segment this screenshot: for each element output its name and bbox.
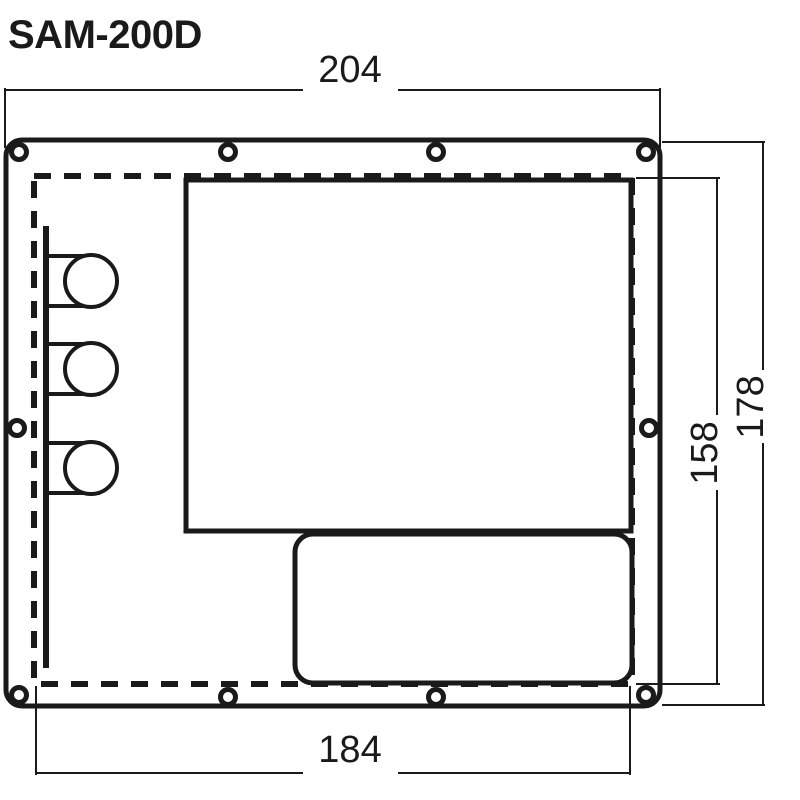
knob-2 bbox=[46, 341, 119, 397]
keypad-panel bbox=[292, 531, 635, 686]
mounting-hole-mid-right bbox=[639, 418, 659, 438]
knob-3 bbox=[46, 440, 119, 496]
mounting-hole-mid-left bbox=[7, 418, 27, 438]
mounting-hole-bottom-right bbox=[636, 685, 656, 705]
knob-1 bbox=[46, 253, 119, 309]
display-screen bbox=[183, 177, 634, 534]
knob-2-body bbox=[63, 341, 119, 397]
dim-label-184: 184 bbox=[318, 729, 381, 771]
dimension-184: 184 bbox=[35, 686, 631, 775]
connector-assembly bbox=[43, 226, 119, 668]
dim-label-204: 204 bbox=[318, 49, 381, 91]
dimension-178: 178 bbox=[662, 141, 772, 706]
knob-3-body bbox=[63, 440, 119, 496]
mounting-hole-top-left bbox=[9, 142, 29, 162]
mounting-hole-bottom-center-left bbox=[218, 687, 238, 707]
dimension-204: 204 bbox=[4, 49, 661, 148]
mounting-hole-bottom-center-right bbox=[426, 687, 446, 707]
mounting-holes bbox=[7, 142, 659, 707]
dimension-158: 158 bbox=[636, 177, 726, 685]
dim-label-158: 158 bbox=[684, 421, 726, 484]
page-title: SAM-200D bbox=[8, 13, 202, 57]
mounting-hole-top-center-left bbox=[218, 142, 238, 162]
mounting-hole-top-center-right bbox=[426, 142, 446, 162]
mounting-hole-top-right bbox=[636, 142, 656, 162]
knob-1-body bbox=[63, 253, 119, 309]
dim-label-178: 178 bbox=[730, 375, 772, 438]
mounting-hole-bottom-left bbox=[9, 685, 29, 705]
